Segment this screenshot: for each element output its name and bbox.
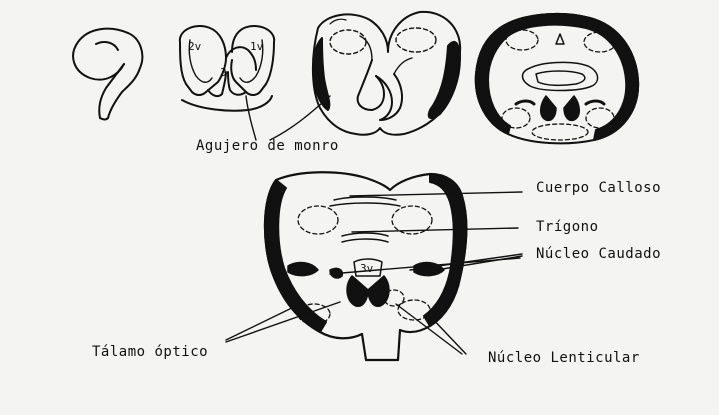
ventricle-label-3v: 3v <box>360 262 373 275</box>
label-talamo-optico: Tálamo óptico <box>92 344 208 360</box>
main-wall-fill-right <box>424 174 466 326</box>
label-cuerpo-calloso: Cuerpo Calloso <box>536 180 661 196</box>
main-wall-fill-left <box>265 180 326 332</box>
ventricle-label-2v: 2v <box>188 40 201 53</box>
neural-tube-lateral-sketch <box>73 29 142 120</box>
coronal-section-early <box>180 26 274 111</box>
main-inner-structures <box>288 197 444 306</box>
label-nucleo-lenticular: Núcleo Lenticular <box>488 350 640 366</box>
label-agujero-de-monro: Agujero de monro <box>196 138 339 154</box>
ventricle-label-3: 3 <box>220 66 227 79</box>
label-nucleo-caudado: Núcleo Caudado <box>536 246 661 262</box>
wall-thickening-right <box>429 42 460 118</box>
late-inner-structures <box>516 34 604 120</box>
ventricle-label-1v: 1v <box>250 40 263 53</box>
label-trigono: Trígono <box>536 219 599 235</box>
